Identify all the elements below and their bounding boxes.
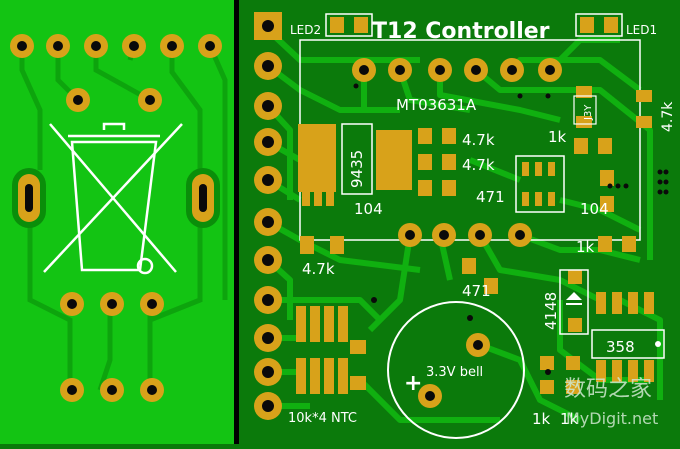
pad [60, 292, 84, 316]
label-res-1k-bottom-b: 1k [560, 410, 579, 428]
label-mt03631a: MT03631A [396, 96, 477, 114]
board-title: T12 Controller [372, 19, 550, 44]
pad [84, 34, 108, 58]
left-board [0, 0, 236, 444]
mosfet-9435-footprint [298, 123, 412, 206]
label-cap-104-b: 104 [580, 200, 609, 218]
opamp-358-outline [591, 329, 665, 359]
label-res-1k-bottom-a: 1k [532, 410, 551, 428]
left-slot-pads [12, 168, 220, 228]
led1-footprint [575, 13, 623, 37]
label-buzzer: 3.3V bell [426, 365, 483, 380]
label-res-1k-top: 1k [548, 128, 567, 146]
label-led1: LED1 [626, 23, 657, 37]
led2-footprint [325, 13, 373, 37]
buzzer-3v3 [387, 301, 525, 439]
pad [138, 88, 162, 112]
right-board: T12 Controller LED2 LED1 MT03631A 4.7k 4… [239, 0, 680, 444]
pad [100, 378, 124, 402]
resistor-pads-47k [418, 128, 456, 196]
pad [10, 34, 34, 58]
pad [160, 34, 184, 58]
label-res-47k-b: 4.7k [462, 156, 495, 174]
board-divider [234, 0, 239, 444]
buzzer-plus-sign: + [404, 371, 422, 396]
pad [46, 34, 70, 58]
label-cap-104-a: 104 [354, 200, 383, 218]
pad [66, 88, 90, 112]
watermark-en: MyDigit.net [566, 409, 658, 428]
crossed-out-wheelie-bin-icon [43, 122, 183, 275]
label-cap-471-b: 471 [462, 282, 491, 300]
left-top-pads [10, 34, 222, 112]
right-smd-pads [296, 86, 654, 394]
pad [60, 378, 84, 402]
label-j3y: J3Y [583, 104, 594, 121]
vias [353, 83, 669, 375]
diode-4148-footprint [559, 269, 589, 335]
label-led2: LED2 [290, 23, 321, 37]
header-pin-column [254, 12, 282, 420]
mt03631a-module [299, 39, 641, 247]
left-bottom-pads [60, 292, 164, 402]
pad [122, 34, 146, 58]
pad [140, 292, 164, 316]
label-cap-471-a: 471 [476, 188, 505, 206]
label-diode-4148: 4148 [542, 292, 560, 330]
soic8-ic-footprint [515, 155, 565, 213]
pad [100, 292, 124, 316]
label-mosfet-9435: 9435 [348, 150, 366, 188]
label-opamp-358: 358 [606, 338, 635, 356]
label-res-47k-c: 4.7k [302, 260, 335, 278]
watermark-cn: 数码之家 [564, 377, 652, 402]
label-res-47k-a: 4.7k [462, 131, 495, 149]
label-ntc: 10k*4 NTC [288, 411, 357, 426]
pad [140, 378, 164, 402]
label-res-1k-mid: 1k [576, 238, 595, 256]
j3y-outline [573, 95, 597, 125]
pad [198, 34, 222, 58]
label-res-47k-right: 4.7k [660, 101, 676, 132]
